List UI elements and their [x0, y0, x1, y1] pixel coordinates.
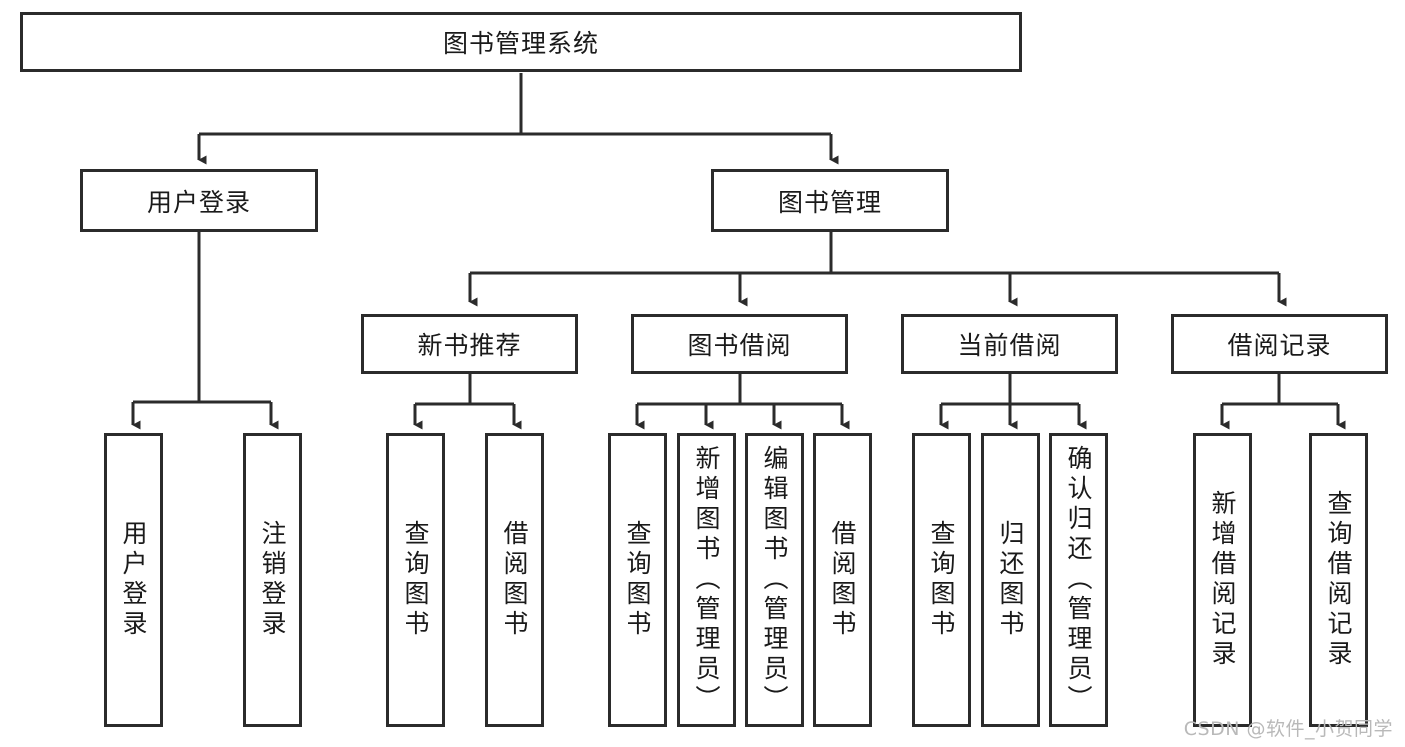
- leaf-records-add-record[interactable]: 新增借阅记录: [1193, 433, 1252, 727]
- node-user-login[interactable]: 用户登录: [80, 169, 318, 232]
- node-label: 归还图书: [996, 520, 1025, 640]
- leaf-current-return-book[interactable]: 归还图书: [981, 433, 1040, 727]
- node-label: 查询图书: [623, 520, 652, 640]
- leaf-user-login-logout[interactable]: 注销登录: [243, 433, 302, 727]
- leaf-new-book-query[interactable]: 查询图书: [386, 433, 445, 727]
- node-label: 新书推荐: [417, 331, 522, 360]
- leaf-borrow-edit-book[interactable]: 编辑图书（管理员）: [745, 433, 804, 727]
- node-label: 图书管理: [777, 187, 882, 217]
- node-label: 用户登录: [146, 187, 251, 217]
- leaf-records-query-record[interactable]: 查询借阅记录: [1309, 433, 1368, 727]
- leaf-current-confirm-return[interactable]: 确认归还（管理员）: [1049, 433, 1108, 727]
- leaf-user-login-login[interactable]: 用户登录: [104, 433, 163, 727]
- node-label: 注销登录: [258, 520, 287, 640]
- leaf-borrow-query-book[interactable]: 查询图书: [608, 433, 667, 727]
- node-book-management[interactable]: 图书管理: [711, 169, 949, 232]
- leaf-new-book-borrow[interactable]: 借阅图书: [485, 433, 544, 727]
- node-root-system[interactable]: 图书管理系统: [20, 12, 1022, 72]
- watermark-csdn: CSDN @软件_小贺同学: [1183, 718, 1393, 740]
- node-label: 借阅图书: [828, 520, 857, 640]
- node-label: 编辑图书（管理员）: [760, 445, 789, 715]
- node-label: 查询图书: [401, 520, 430, 640]
- leaf-current-query-book[interactable]: 查询图书: [912, 433, 971, 727]
- leaf-borrow-add-book[interactable]: 新增图书（管理员）: [677, 433, 736, 727]
- node-label: 用户登录: [119, 520, 148, 640]
- node-borrow-records[interactable]: 借阅记录: [1171, 314, 1388, 374]
- node-new-book-recommend[interactable]: 新书推荐: [361, 314, 578, 374]
- node-book-borrow[interactable]: 图书借阅: [631, 314, 848, 374]
- node-label: 图书借阅: [687, 331, 792, 360]
- node-label: 图书管理系统: [442, 29, 599, 58]
- node-label: 查询图书: [927, 520, 956, 640]
- node-label: 确认归还（管理员）: [1064, 445, 1093, 715]
- node-label: 新增借阅记录: [1208, 490, 1237, 670]
- node-current-borrow[interactable]: 当前借阅: [901, 314, 1118, 374]
- leaf-borrow-borrow-book[interactable]: 借阅图书: [813, 433, 872, 727]
- node-label: 当前借阅: [957, 331, 1062, 360]
- node-label: 借阅记录: [1227, 331, 1332, 360]
- node-label: 查询借阅记录: [1324, 490, 1353, 670]
- node-label: 新增图书（管理员）: [692, 445, 721, 715]
- node-label: 借阅图书: [500, 520, 529, 640]
